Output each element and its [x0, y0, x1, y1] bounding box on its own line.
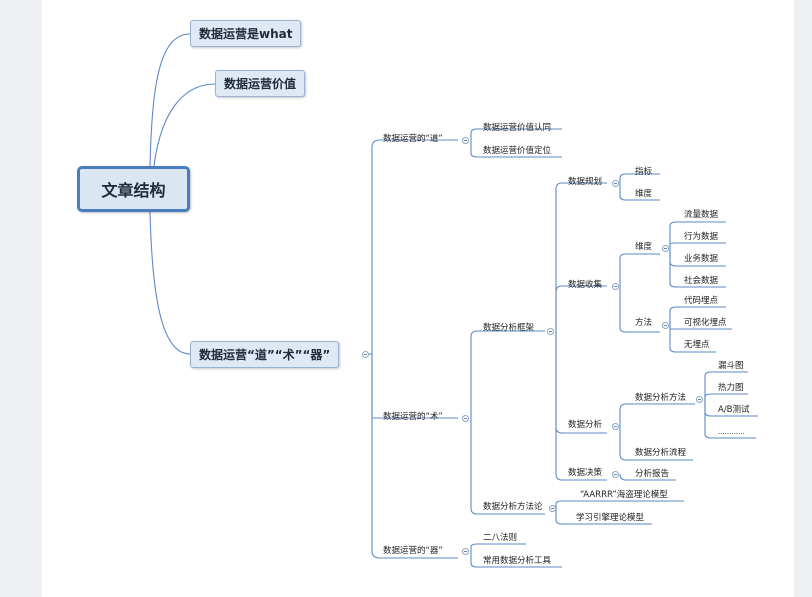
node-collect-method[interactable]: 方法 — [635, 318, 653, 328]
node-aarrr[interactable]: “AARRR”海盗理论模型 — [580, 490, 668, 500]
node-visual-tracking[interactable]: 可视化埋点 — [684, 318, 727, 328]
toggle-collect-dimension[interactable] — [662, 245, 669, 252]
node-analysis-flow[interactable]: 数据分析流程 — [635, 448, 687, 458]
toggle-analysis-methods[interactable] — [696, 396, 703, 403]
node-tools[interactable]: 常用数据分析工具 — [483, 556, 552, 566]
toggle-analysis[interactable] — [612, 423, 619, 430]
root-node[interactable]: 文章结构 — [77, 166, 190, 212]
node-ab-test[interactable]: A/B测试 — [718, 405, 750, 415]
node-collect[interactable]: 数据收集 — [568, 280, 603, 290]
mindmap-canvas — [42, 0, 794, 597]
toggle-planning[interactable] — [612, 180, 619, 187]
node-learning-engine[interactable]: 学习引擎理论模型 — [576, 513, 645, 523]
toggle-shu[interactable] — [462, 415, 469, 422]
node-shu[interactable]: 数据运营的“术” — [383, 412, 443, 422]
toggle-methodology[interactable] — [549, 505, 556, 512]
node-ellipsis[interactable]: ............ — [718, 428, 745, 436]
node-business-data[interactable]: 业务数据 — [684, 254, 719, 264]
node-behavior-data[interactable]: 行为数据 — [684, 232, 719, 242]
node-dao[interactable]: 数据运营的“道” — [383, 134, 443, 144]
node-analysis-report[interactable]: 分析报告 — [635, 469, 670, 479]
node-value-recognition[interactable]: 数据运营价值认同 — [483, 123, 552, 133]
node-funnel[interactable]: 漏斗图 — [718, 361, 744, 371]
node-decision[interactable]: 数据决策 — [568, 468, 603, 478]
toggle-qi[interactable] — [462, 548, 469, 555]
node-qi[interactable]: 数据运营的“器” — [383, 546, 443, 556]
node-planning-metric[interactable]: 指标 — [635, 167, 653, 177]
node-what[interactable]: 数据运营是what — [190, 20, 302, 47]
node-analysis-methods[interactable]: 数据分析方法 — [635, 393, 687, 403]
node-methodology[interactable]: 数据分析方法论 — [483, 502, 543, 512]
node-planning[interactable]: 数据规划 — [568, 177, 603, 187]
node-collect-dimension[interactable]: 维度 — [635, 242, 653, 252]
node-value-positioning[interactable]: 数据运营价值定位 — [483, 146, 552, 156]
toggle-framework[interactable] — [547, 328, 554, 335]
node-social-data[interactable]: 社会数据 — [684, 276, 719, 286]
node-no-tracking[interactable]: 无埋点 — [684, 340, 710, 350]
node-value[interactable]: 数据运营价值 — [215, 70, 306, 97]
node-heatmap[interactable]: 热力图 — [718, 383, 744, 393]
toggle-decision[interactable] — [612, 471, 619, 478]
toggle-root-branch[interactable] — [362, 351, 369, 358]
toggle-collect[interactable] — [612, 283, 619, 290]
node-code-tracking[interactable]: 代码埋点 — [684, 296, 719, 306]
node-pareto[interactable]: 二八法则 — [483, 533, 518, 543]
node-framework[interactable]: 数据分析框架 — [483, 323, 535, 333]
node-analysis[interactable]: 数据分析 — [568, 420, 603, 430]
toggle-dao[interactable] — [462, 137, 469, 144]
node-planning-dimension[interactable]: 维度 — [635, 189, 653, 199]
toggle-collect-method[interactable] — [662, 322, 669, 329]
node-dao-shu-qi[interactable]: 数据运营“道”“术”“器” — [190, 341, 340, 368]
node-traffic-data[interactable]: 流量数据 — [684, 210, 719, 220]
